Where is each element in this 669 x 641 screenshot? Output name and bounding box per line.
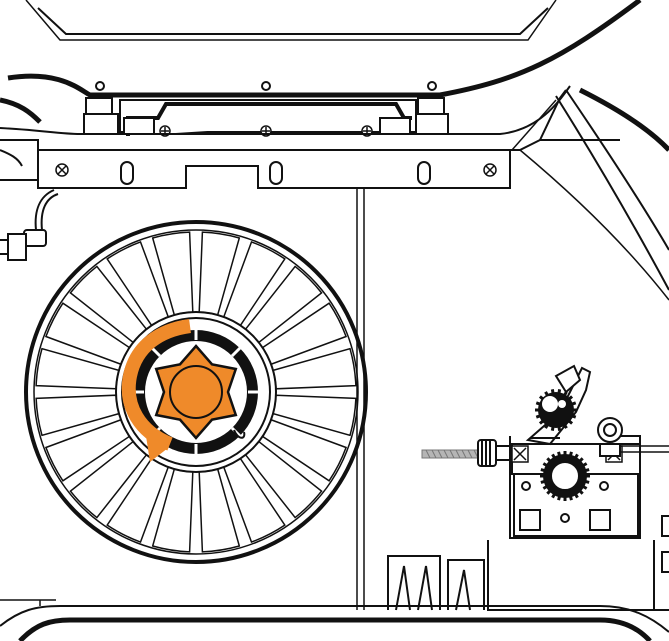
spool-spoke-segment	[106, 240, 170, 327]
screw-icon	[55, 163, 497, 177]
spool-spoke-segment	[272, 394, 357, 437]
spool-spokes	[35, 231, 357, 553]
top-lid	[0, 0, 642, 124]
spool-spoke-segment	[261, 419, 348, 482]
gear-teeth	[540, 451, 590, 501]
frame-slots	[120, 161, 431, 185]
spool-spoke-segment	[44, 302, 131, 365]
spool-spoke-segment	[244, 265, 323, 344]
spool-spoke-segment	[106, 457, 169, 544]
spool-spoke-segment	[261, 302, 348, 366]
spool-spoke-segment	[69, 265, 148, 344]
spool-spoke-segment	[198, 231, 241, 316]
rotation-arrow-icon	[121, 319, 192, 462]
spool-spoke-segment	[44, 418, 131, 482]
spool-spoke-segment	[223, 240, 286, 327]
hinge-pins	[95, 81, 437, 91]
spool-spoke-segment	[244, 440, 323, 519]
pressure-arm-icon	[525, 364, 592, 446]
bottom-base	[0, 599, 669, 641]
drive-roller-icon	[543, 454, 587, 498]
spool-spoke-segment	[35, 394, 120, 437]
right-housing	[511, 87, 669, 301]
inlet-guide	[477, 439, 511, 467]
tension-knob-icon	[597, 417, 669, 457]
gear-teeth	[535, 389, 577, 431]
wire-spool	[24, 220, 368, 564]
spool-spoke-segment	[198, 468, 241, 553]
lower-panel	[487, 515, 669, 611]
spool-spoke-segment	[35, 347, 120, 390]
wire-strand	[421, 449, 483, 459]
spool-spoke-segment	[151, 468, 194, 553]
spool-spoke-segment	[272, 347, 357, 390]
spool-spoke-segment	[222, 457, 286, 544]
cable-guides	[387, 555, 485, 611]
clamp-bar	[83, 97, 449, 136]
spool-hub-icon	[121, 317, 271, 467]
spool-spoke-segment	[69, 440, 148, 519]
gas-hose	[0, 149, 59, 261]
spool-spoke-segment	[151, 231, 194, 316]
